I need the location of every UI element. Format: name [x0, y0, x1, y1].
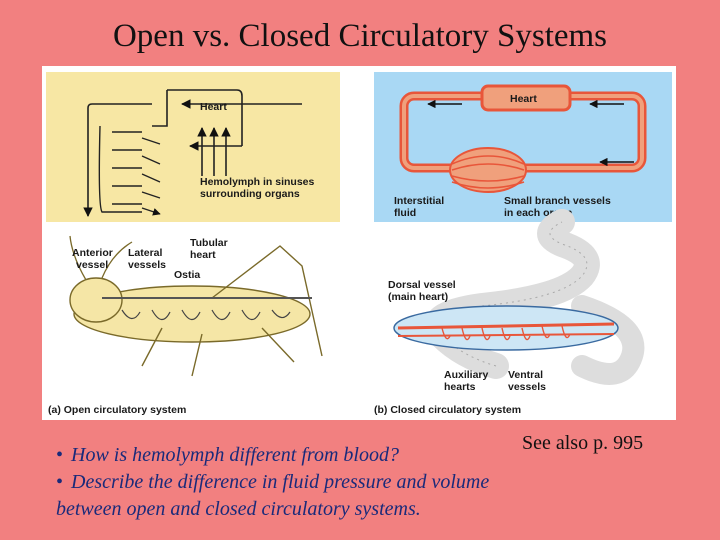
- dorsal-label-1: Dorsal vessel: [388, 279, 456, 291]
- earthworm-illustration: Dorsal vessel (main heart) Auxiliary hea…: [388, 209, 645, 393]
- bullet-continuation: between open and closed circulatory syst…: [56, 498, 421, 520]
- bullet-dot: •: [56, 471, 64, 493]
- closed-schematic-panel: Heart Interstitial fluid Small branch ve…: [374, 72, 672, 222]
- hemolymph-label-2: surrounding organs: [200, 188, 300, 200]
- branch-label-1: Small branch vessels: [504, 195, 611, 207]
- see-also-note: See also p. 995: [522, 432, 644, 454]
- anterior-label-1: Anterior: [72, 247, 113, 259]
- lateral-label-2: vessels: [128, 259, 166, 271]
- interstitial-label-1: Interstitial: [394, 195, 444, 207]
- tubular-label-2: heart: [190, 249, 216, 261]
- closed-heart-label: Heart: [510, 93, 537, 105]
- closed-caption: (b) Closed circulatory system: [374, 404, 521, 416]
- dorsal-label-2: (main heart): [388, 291, 448, 303]
- grasshopper-illustration: Anterior vessel Lateral vessels Tubular …: [69, 235, 323, 377]
- open-heart-label: Heart: [200, 101, 227, 113]
- slide-title: Open vs. Closed Circulatory Systems: [112, 18, 608, 54]
- ventral-label-2: vessels: [508, 381, 546, 393]
- bullet-list: •How is hemolymph different from blood? …: [56, 442, 676, 523]
- interstitial-label-2: fluid: [394, 207, 416, 219]
- open-schematic-panel: Heart Hemolymph in sinuses surrounding o…: [46, 72, 340, 222]
- open-caption: (a) Open circulatory system: [48, 404, 186, 416]
- bullet-dot: •: [56, 444, 64, 466]
- figure-svg: Heart Hemolymph in sinuses surrounding o…: [46, 72, 672, 416]
- ostia-label: Ostia: [174, 269, 200, 281]
- auxiliary-label-2: hearts: [444, 381, 476, 393]
- bullet-item: • Describe the difference in fluid pressu…: [56, 469, 676, 496]
- anterior-label-2: vessel: [76, 259, 108, 271]
- ventral-label-1: Ventral: [508, 369, 543, 381]
- bullet-text: How is hemolymph different from blood?: [71, 444, 399, 466]
- tubular-label-1: Tubular: [190, 237, 228, 249]
- auxiliary-label-1: Auxiliary: [444, 369, 489, 381]
- lateral-label-1: Lateral: [128, 247, 163, 259]
- bullet-item: • How is hemolymph different from blood?: [56, 442, 676, 469]
- hemolymph-label-1: Hemolymph in sinuses: [200, 176, 315, 188]
- bullet-text: Describe the difference in fluid pressur…: [71, 471, 490, 493]
- circulatory-figure: Heart Hemolymph in sinuses surrounding o…: [42, 66, 676, 420]
